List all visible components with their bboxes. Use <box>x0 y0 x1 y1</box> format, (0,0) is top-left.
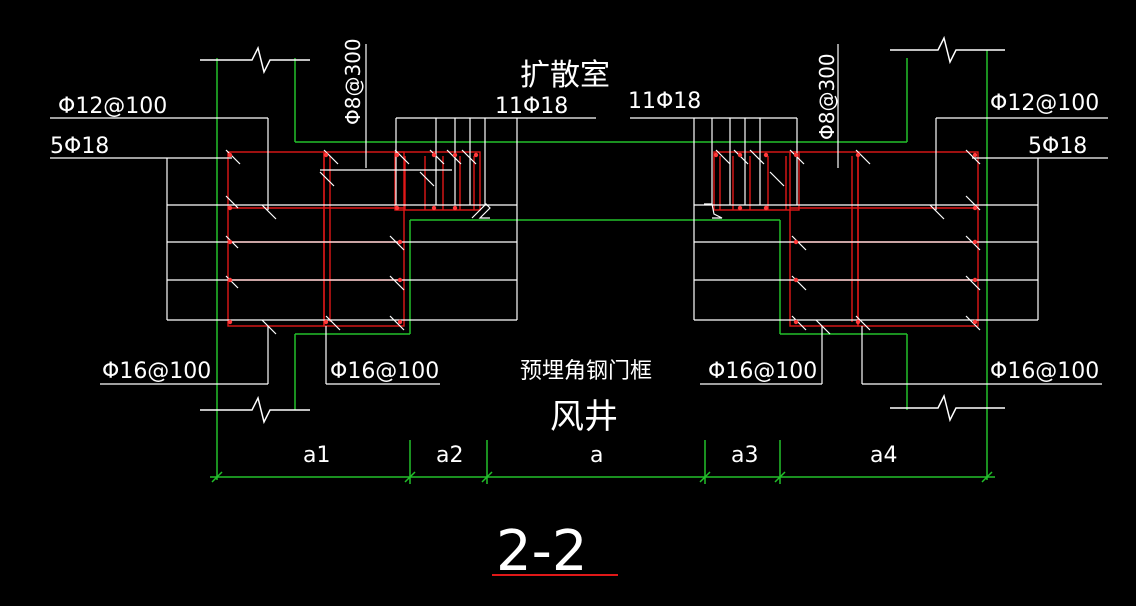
room-top-label: 扩散室 <box>520 58 610 93</box>
right-rebar-hooks <box>704 149 981 335</box>
dim-a2: a2 <box>436 443 463 468</box>
label-bottom-3: Φ16@100 <box>708 359 817 384</box>
leader-lines <box>50 44 1108 385</box>
right-rebar-cage <box>713 151 979 327</box>
concrete-outline <box>210 50 995 484</box>
label-bottom-4: Φ16@100 <box>990 359 1099 384</box>
dim-a4: a4 <box>870 443 897 468</box>
dim-a: a <box>590 443 603 468</box>
dim-a1: a1 <box>303 443 330 468</box>
label-right-stirrup-top: Φ12@100 <box>990 91 1099 116</box>
label-right-long-bar: 5Φ18 <box>1028 134 1087 159</box>
left-rebar-cage <box>227 151 481 327</box>
label-right-vertical: Φ8@300 <box>815 53 839 140</box>
label-left-top-bars: 11Φ18 <box>495 94 568 119</box>
label-right-top-bars: 11Φ18 <box>628 89 701 114</box>
dim-a3: a3 <box>731 443 758 468</box>
label-left-vertical: Φ8@300 <box>341 38 365 125</box>
section-title: 2-2 <box>496 519 587 584</box>
room-bottom-label: 风井 <box>550 397 618 437</box>
label-bottom-1: Φ16@100 <box>102 359 211 384</box>
frame-note-label: 预埋角钢门框 <box>520 359 652 384</box>
label-bottom-2: Φ16@100 <box>330 359 439 384</box>
left-rebar-hooks <box>225 149 491 335</box>
label-left-long-bar: 5Φ18 <box>50 134 109 159</box>
rebar-dots <box>227 152 978 325</box>
break-lines <box>200 35 1005 425</box>
label-left-stirrup-top: Φ12@100 <box>58 94 167 119</box>
